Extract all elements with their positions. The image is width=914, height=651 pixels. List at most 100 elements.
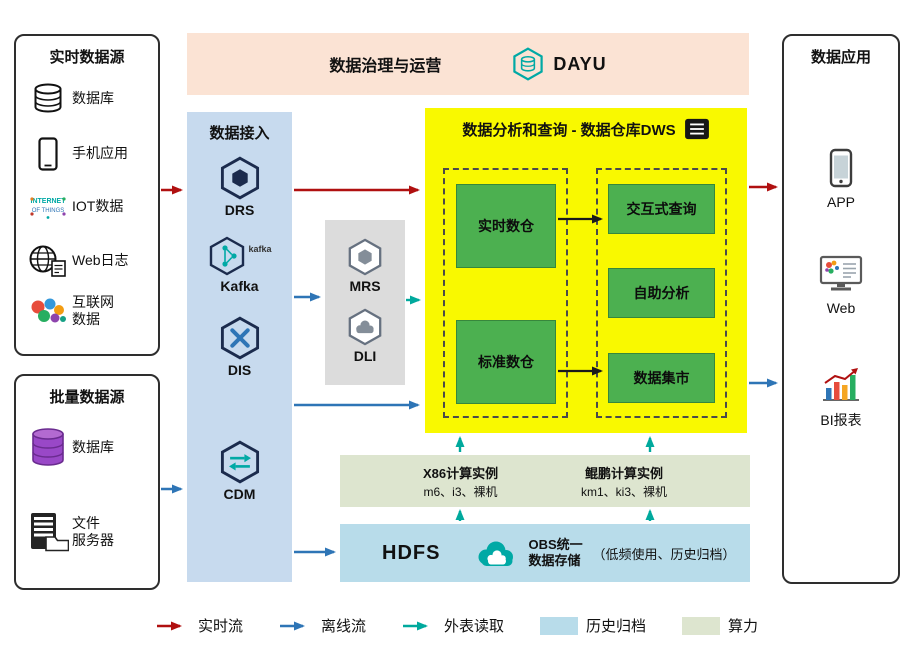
service-drs: DRS — [187, 156, 292, 218]
dayu-logo-text: DAYU — [553, 53, 607, 74]
purple-database-icon — [32, 428, 64, 466]
legend-label: 实时流 — [197, 618, 243, 635]
service-label: MRS — [349, 278, 381, 294]
phone-icon — [38, 137, 58, 171]
kafka-icon-row: kafka — [207, 236, 272, 276]
source-item-internet-data: 互联网 数据 — [24, 289, 114, 333]
self-service-analysis-box: 自助分析 — [608, 268, 715, 318]
legend-realtime-arrow-icon — [156, 621, 182, 630]
drs-icon — [220, 156, 259, 200]
dws-title-row: 数据分析和查询 - 数据仓库DWS — [425, 118, 747, 140]
service-label: DIS — [227, 362, 252, 378]
legend: 实时流 离线流 外表读取 历史归档 算力 — [0, 615, 914, 636]
web-monitor-icon — [819, 255, 863, 291]
kunpeng-compute-title: 鲲鹏计算实例 — [585, 465, 664, 481]
database-icon — [34, 83, 62, 113]
legend-label: 历史归档 — [586, 618, 647, 635]
svg-text:OF THINGS: OF THINGS — [32, 208, 65, 214]
warehouse-group — [443, 168, 568, 418]
dws-title: 数据分析和查询 - 数据仓库DWS — [462, 121, 676, 139]
source-item-label: 文件 服务器 — [72, 514, 114, 549]
data-warehouse-icon — [684, 118, 709, 140]
source-item-label: 数据库 — [72, 439, 114, 456]
source-item-iot: INTERNET OF THINGS IOT数据 — [24, 185, 123, 229]
governance-bar: 数据治理与运营 DAYU — [187, 33, 749, 95]
bi-chart-icon — [823, 368, 859, 401]
legend-label: 外表读取 — [443, 618, 504, 635]
service-label: DLI — [353, 348, 377, 364]
legend-label: 算力 — [728, 618, 759, 635]
service-label: Kafka — [220, 278, 259, 294]
service-label: CDM — [223, 486, 256, 502]
dli-icon — [348, 308, 382, 346]
app-item-label: APP — [826, 194, 855, 210]
app-item-web: Web — [784, 254, 898, 316]
compute-instances-box: X86计算实例 m6、i3、裸机 鲲鹏计算实例 km1、ki3、裸机 — [340, 455, 750, 507]
dws-box: 数据分析和查询 - 数据仓库DWS 实时数仓 标准数仓 交互式查询 自助分析 数… — [425, 108, 747, 433]
mrs-icon — [348, 238, 382, 276]
source-item-file-server: 文件 服务器 — [24, 510, 114, 554]
file-server-icon — [31, 513, 69, 552]
functions-group — [596, 168, 727, 418]
kunpeng-compute-specs: km1、ki3、裸机 — [581, 484, 668, 499]
standard-warehouse-box: 标准数仓 — [456, 320, 556, 404]
kafka-wordmark: kafka — [248, 244, 272, 254]
service-dli: DLI — [325, 308, 405, 364]
legend-external-arrow-icon — [402, 621, 428, 630]
source-item-database: 数据库 — [24, 77, 114, 121]
service-dis: DIS — [187, 316, 292, 378]
legend-item-archive: 历史归档 — [540, 615, 646, 636]
app-item-bi-report: BI报表 — [784, 366, 898, 430]
app-phone-icon — [829, 148, 853, 188]
kafka-icon — [210, 236, 245, 276]
service-label: DRS — [224, 202, 255, 218]
source-item-web-log: Web日志 — [24, 239, 129, 283]
legend-item-offline-flow: 离线流 — [279, 615, 366, 636]
batch-sources-panel: 批量数据源 数据库 文件 服务器 — [14, 374, 160, 590]
source-item-mobile-app: 手机应用 — [24, 132, 128, 176]
middleware-box: MRS DLI — [325, 220, 405, 385]
legend-item-external-read: 外表读取 — [402, 615, 504, 636]
source-item-label: IOT数据 — [72, 198, 124, 215]
iot-wordcloud-icon: INTERNET OF THINGS — [30, 197, 66, 219]
app-item-app: APP — [784, 148, 898, 210]
app-item-label: Web — [826, 300, 856, 316]
app-item-label: BI报表 — [820, 412, 862, 428]
interactive-query-box: 交互式查询 — [608, 184, 715, 234]
service-kafka: kafka Kafka — [187, 236, 292, 294]
source-item-label: 数据库 — [72, 90, 114, 107]
kunpeng-compute-group: 鲲鹏计算实例 km1、ki3、裸机 — [581, 463, 667, 500]
service-cdm: CDM — [187, 440, 292, 502]
dayu-logo: DAYU — [511, 47, 606, 81]
hdfs-obs-box: HDFS OBS统一数据存储 （低频使用、历史归档） — [340, 524, 750, 582]
legend-label: 离线流 — [320, 618, 366, 635]
cdm-icon — [220, 440, 259, 484]
legend-item-realtime-flow: 实时流 — [156, 615, 243, 636]
batch-sources-title: 批量数据源 — [49, 389, 125, 406]
realtime-sources-panel: 实时数据源 数据库 手机应用 INTERNET OF THINGS — [14, 34, 160, 356]
obs-storage-note: （低频使用、历史归档） — [592, 546, 736, 562]
legend-archive-swatch — [540, 616, 578, 635]
realtime-sources-title: 实时数据源 — [49, 49, 125, 66]
x86-compute-specs: m6、i3、裸机 — [423, 484, 498, 499]
ingestion-title: 数据接入 — [209, 125, 270, 142]
obs-storage-label: OBS统一数据存储 — [528, 536, 583, 568]
data-apps-title: 数据应用 — [810, 49, 871, 66]
hdfs-title: HDFS — [382, 541, 441, 564]
ingestion-column: 数据接入 DRS kafka Kafka — [187, 112, 292, 582]
legend-compute-swatch — [682, 616, 721, 635]
x86-compute-group: X86计算实例 m6、i3、裸机 — [423, 463, 498, 500]
obs-cloud-icon — [478, 541, 514, 566]
realtime-warehouse-box: 实时数仓 — [456, 184, 556, 268]
dayu-hexagon-database-icon — [513, 47, 544, 81]
dis-icon — [220, 316, 259, 360]
x86-compute-title: X86计算实例 — [422, 465, 499, 481]
governance-title: 数据治理与运营 — [329, 58, 442, 75]
data-apps-panel: 数据应用 APP Web — [782, 34, 900, 584]
source-item-label: 互联网 数据 — [72, 293, 114, 328]
source-item-batch-database: 数据库 — [24, 426, 114, 470]
source-item-label: Web日志 — [72, 252, 129, 269]
service-mrs: MRS — [325, 238, 405, 294]
legend-offline-arrow-icon — [279, 621, 305, 630]
